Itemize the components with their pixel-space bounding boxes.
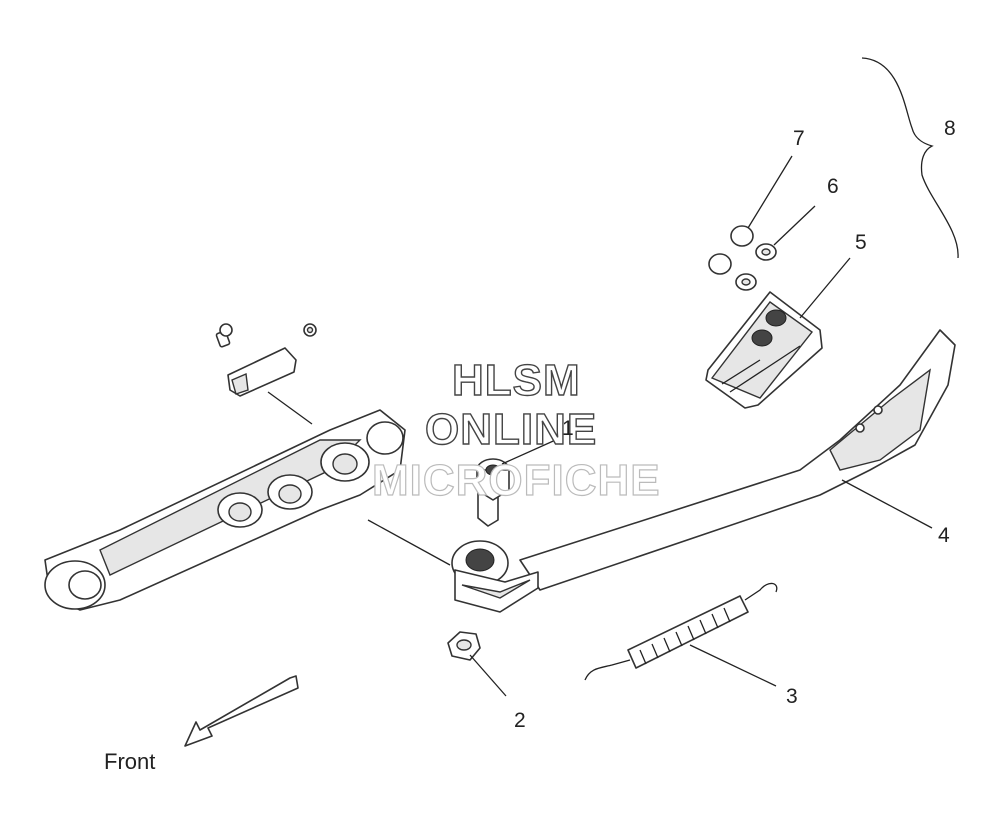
- small-bracket: [215, 323, 317, 397]
- washers: [735, 243, 777, 291]
- callout-8: 8: [944, 117, 956, 140]
- group-brace: [861, 57, 959, 259]
- callout-2: 2: [514, 709, 526, 732]
- leader-lines: [267, 155, 933, 697]
- side-stand-leg: [451, 329, 956, 613]
- watermark-line3: MICROFICHE: [371, 455, 661, 505]
- callout-5: 5: [855, 231, 867, 254]
- watermark-line1: HLSM: [451, 355, 581, 405]
- screws: [708, 225, 754, 275]
- rubber-block: [705, 291, 823, 409]
- callout-4: 4: [938, 524, 950, 547]
- callout-3: 3: [786, 685, 798, 708]
- pivot-bolt: [476, 458, 510, 527]
- return-spring: [584, 582, 778, 681]
- front-label: Front: [104, 749, 156, 774]
- callout-1: 1: [562, 417, 574, 440]
- front-arrow-icon: [184, 675, 299, 747]
- callout-6: 6: [827, 175, 839, 198]
- watermark-line2: ONLINE: [424, 404, 598, 454]
- hex-nut: [447, 631, 481, 661]
- frame-bracket: [44, 409, 406, 611]
- callout-7: 7: [793, 127, 805, 150]
